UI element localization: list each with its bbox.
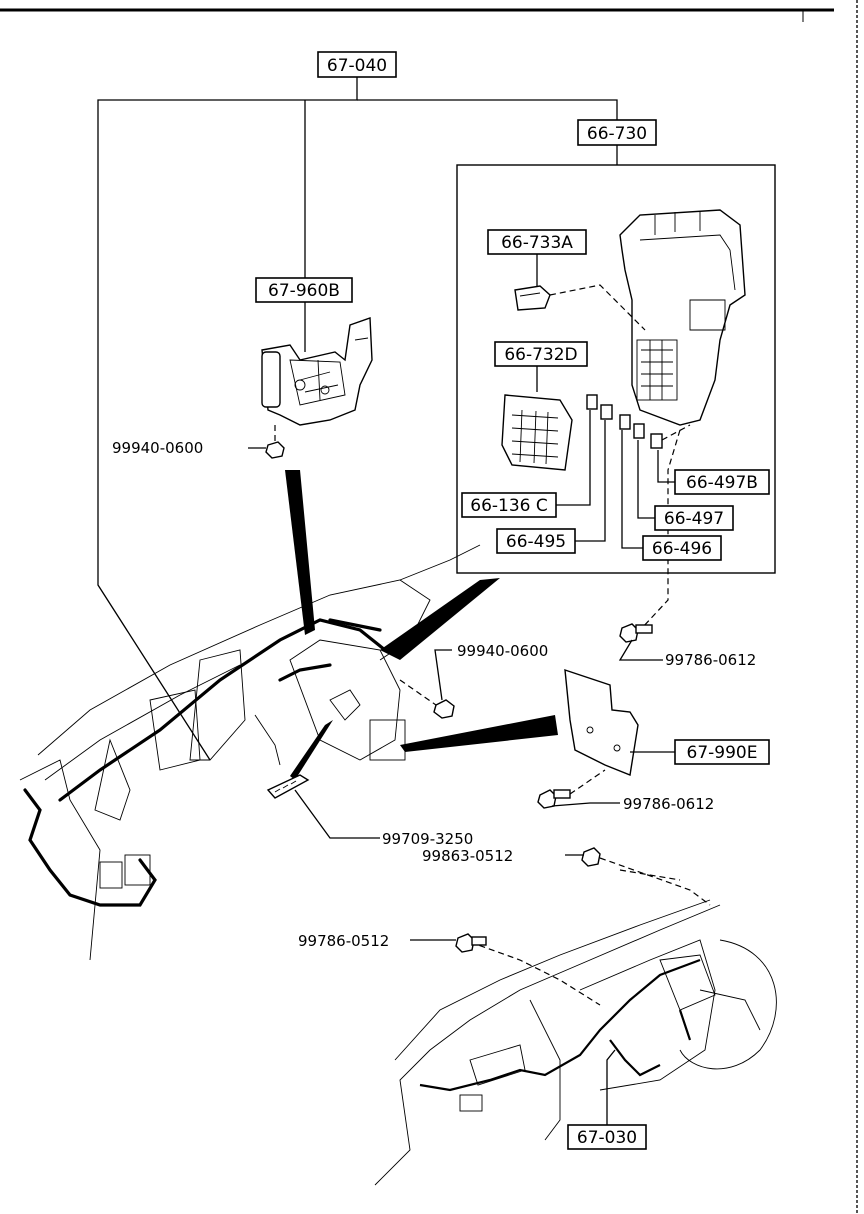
fuse-block-inset bbox=[456, 164, 776, 574]
fuse-block-drawing bbox=[619, 209, 746, 426]
fuse-label-card bbox=[501, 394, 573, 471]
bracket-plate-drawing bbox=[564, 668, 639, 776]
harness-wedge-clip bbox=[290, 720, 333, 780]
dash-block-to-bolt bbox=[641, 429, 681, 629]
label-clip: 99709-3250 bbox=[382, 830, 473, 848]
svg-text:67-990E: 67-990E bbox=[687, 743, 758, 763]
harness-wedge-relay bbox=[285, 470, 315, 635]
leader-66-136C bbox=[555, 410, 591, 506]
fuse-136c-icon bbox=[586, 394, 598, 410]
harness-wedge-fuse bbox=[380, 578, 500, 660]
bolt-fuse-icon bbox=[619, 623, 653, 643]
leader-bolt-fuse bbox=[618, 639, 663, 661]
label-nut-mid: 99940-0600 bbox=[457, 642, 548, 660]
svg-text:67-040: 67-040 bbox=[327, 56, 387, 76]
relay-bracket-drawing bbox=[261, 317, 373, 426]
leader-67-030 bbox=[606, 1049, 616, 1125]
bolt-lower-icon bbox=[455, 933, 487, 953]
leader-66-497 bbox=[637, 440, 655, 519]
leader-66-495 bbox=[575, 420, 606, 542]
lower-dashboard bbox=[374, 899, 777, 1186]
label-screw-lower: 99863-0512 bbox=[422, 847, 513, 865]
main-harness-wire bbox=[23, 618, 387, 907]
fuse-496-icon bbox=[619, 414, 631, 430]
svg-text:66-495: 66-495 bbox=[506, 532, 566, 552]
svg-text:67-960B: 67-960B bbox=[268, 281, 340, 301]
lower-harness-wire bbox=[419, 958, 701, 1092]
dash-bolt-bracket bbox=[569, 769, 606, 795]
svg-text:66-497: 66-497 bbox=[664, 509, 724, 529]
svg-text:66-733A: 66-733A bbox=[501, 233, 573, 253]
fuse-cover-icon bbox=[514, 285, 551, 311]
callout-66-136C: 66-136 C bbox=[461, 492, 557, 518]
callout-67-960B: 67-960B bbox=[255, 277, 353, 303]
callout-66-496: 66-496 bbox=[642, 535, 722, 561]
svg-text:66-497B: 66-497B bbox=[686, 473, 758, 493]
callout-66-495: 66-495 bbox=[496, 528, 576, 554]
label-bolt-lower: 99786-0512 bbox=[298, 932, 389, 950]
leader-clip bbox=[294, 789, 380, 839]
label-bolt-bracket: 99786-0612 bbox=[623, 795, 714, 813]
callout-66-730: 66-730 bbox=[577, 119, 657, 146]
dash-bolt-lower bbox=[469, 941, 601, 1006]
label-bolt-fuse: 99786-0612 bbox=[665, 651, 756, 669]
dash-cover-to-block bbox=[549, 284, 646, 331]
fuse-497b-icon bbox=[650, 433, 663, 449]
nut-mid-icon bbox=[399, 679, 455, 719]
nut-upper-icon bbox=[265, 425, 285, 459]
dash-screw-lower bbox=[599, 857, 711, 906]
dash-fuses-to-block bbox=[661, 424, 691, 441]
leader-66-497B bbox=[657, 450, 675, 483]
callout-66-497: 66-497 bbox=[654, 505, 734, 531]
callout-67-990E: 67-990E bbox=[674, 739, 770, 765]
label-nut-upper: 99940-0600 bbox=[112, 439, 203, 457]
harness-wedge-bracket bbox=[400, 715, 558, 752]
fuse-495-icon bbox=[600, 404, 613, 420]
leader-nut-mid bbox=[434, 649, 452, 701]
main-harness-wire-2 bbox=[278, 618, 382, 682]
callout-66-733A: 66-733A bbox=[487, 229, 587, 255]
callout-67-040: 67-040 bbox=[317, 51, 397, 78]
fuse-497-icon bbox=[633, 423, 645, 439]
clip-icon bbox=[266, 774, 310, 799]
svg-text:66-732D: 66-732D bbox=[504, 345, 577, 365]
leader-67-040 bbox=[97, 77, 358, 761]
upper-dashboard bbox=[19, 544, 481, 961]
svg-text:66-730: 66-730 bbox=[587, 124, 647, 144]
callout-66-497B: 66-497B bbox=[674, 469, 770, 495]
svg-text:66-496: 66-496 bbox=[652, 539, 712, 559]
svg-text:67-030: 67-030 bbox=[577, 1128, 637, 1148]
leader-67-040-c bbox=[357, 99, 618, 120]
callout-66-732D: 66-732D bbox=[494, 341, 588, 367]
leader-bolt-bracket bbox=[551, 802, 620, 807]
screw-lower-icon bbox=[581, 847, 601, 867]
svg-text:66-136 C: 66-136 C bbox=[470, 496, 548, 516]
leader-66-496 bbox=[621, 430, 643, 549]
callout-67-030: 67-030 bbox=[567, 1124, 647, 1150]
